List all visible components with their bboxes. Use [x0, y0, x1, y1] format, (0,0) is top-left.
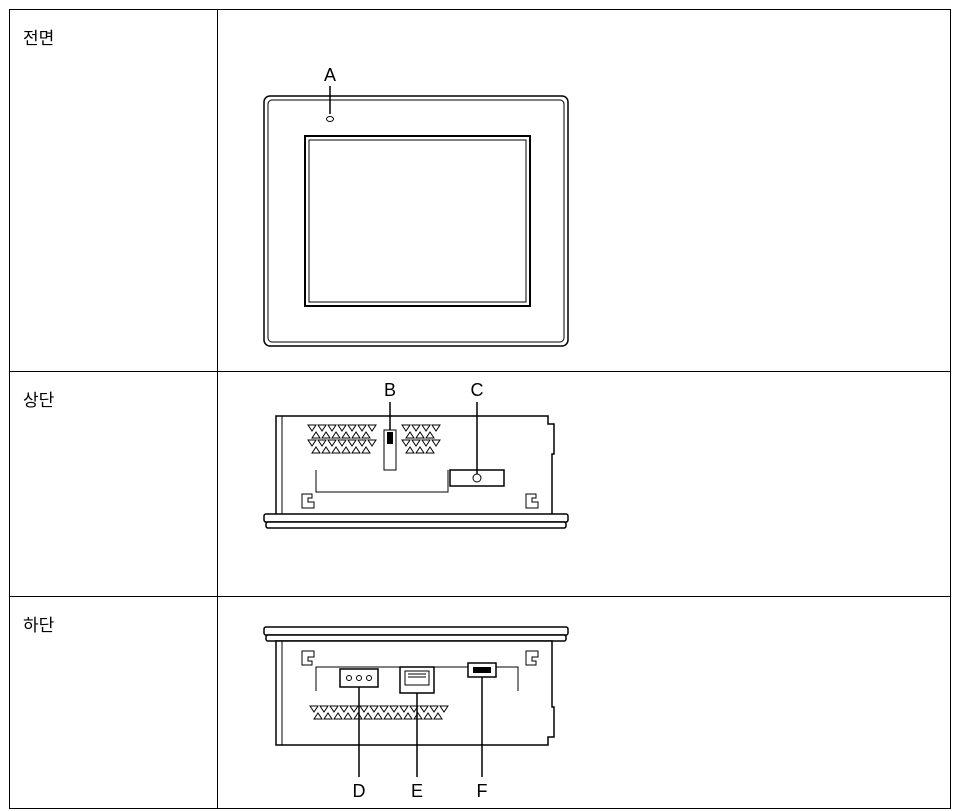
row-bottom: 하단 [9, 596, 951, 809]
top-view-cell: B C [217, 371, 951, 597]
display-frame [304, 135, 531, 307]
front-bezel-outer [263, 95, 569, 347]
view-label-cell: 전면 [9, 9, 218, 372]
mount-hook-right [525, 493, 539, 509]
front-bezel-inner [267, 99, 565, 343]
ethernet-socket [404, 670, 430, 686]
connector-pin [366, 675, 372, 681]
top-vent-pattern [307, 424, 441, 454]
top-bezel-edge [263, 513, 569, 523]
view-label-cell: 상단 [9, 371, 218, 597]
view-label-cell: 하단 [9, 596, 218, 809]
view-label-bottom: 하단 [23, 616, 55, 636]
top-view-drawing: B C [263, 380, 569, 529]
row-front: 전면 A [9, 9, 951, 372]
bottom-view-drawing: D E F [263, 626, 569, 801]
status-led [326, 116, 334, 122]
top-housing [275, 415, 555, 521]
top-bezel-lip [265, 521, 567, 529]
power-connector [339, 668, 379, 688]
callout-a: A [324, 65, 336, 85]
row-top: 상단 [9, 371, 951, 597]
switch-lever [387, 432, 393, 444]
view-label-top: 상단 [23, 391, 55, 411]
view-label-front: 전면 [23, 29, 55, 49]
bottom-bezel-edge [265, 634, 567, 642]
usb-socket [473, 667, 491, 673]
connector-pin [356, 675, 362, 681]
mount-hook-left [301, 650, 315, 666]
bottom-view-cell: D E F [217, 596, 951, 809]
callout-c: C [471, 380, 484, 400]
front-view-cell: A [217, 9, 951, 372]
display-area [308, 139, 527, 303]
front-view-drawing: A [263, 65, 569, 347]
callout-e: E [411, 781, 423, 801]
bottom-bezel-lip [263, 626, 569, 636]
callout-f: F [477, 781, 488, 801]
bottom-vent-pattern [309, 705, 449, 720]
ethernet-contacts [408, 673, 426, 678]
views-table: 전면 A 상단 [9, 9, 951, 809]
top-recess [315, 470, 449, 493]
mount-hook-right [525, 650, 539, 666]
callout-d: D [353, 781, 366, 801]
connector-pin [346, 675, 352, 681]
mount-hook-left [301, 493, 315, 509]
callout-b: B [384, 380, 396, 400]
